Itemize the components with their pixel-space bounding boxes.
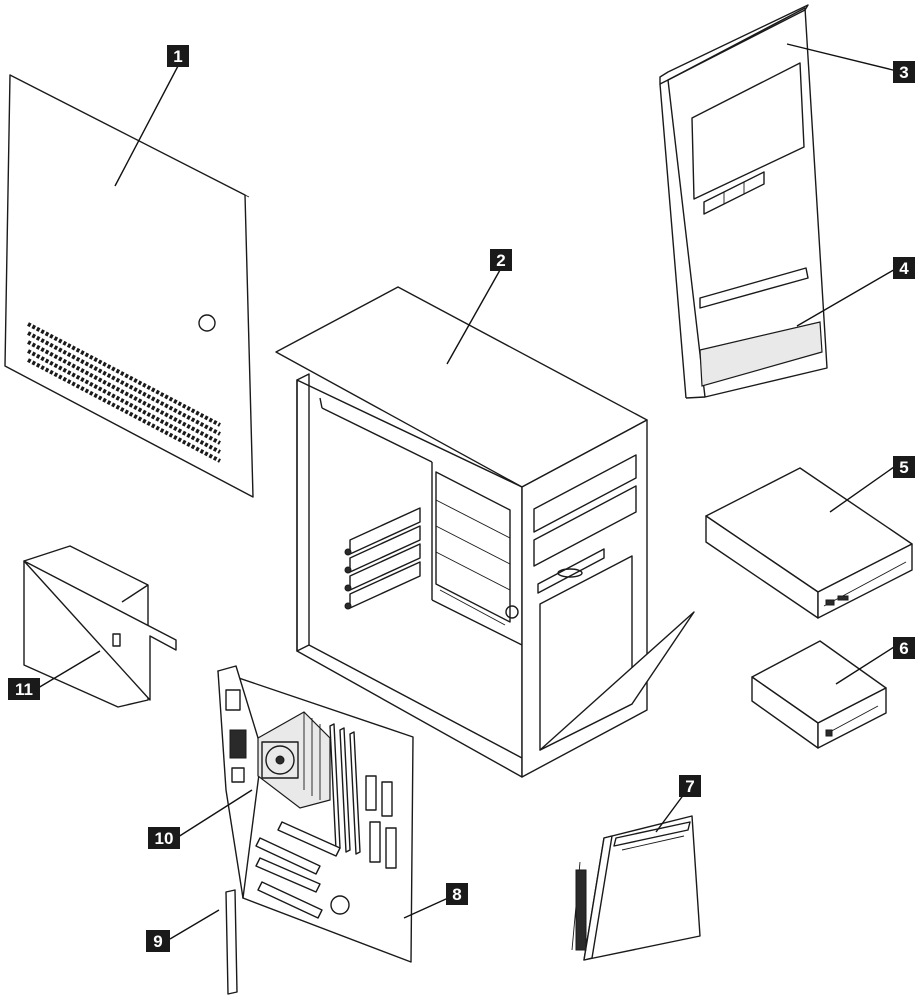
internal-drive-cage <box>435 471 519 626</box>
svg-text:7: 7 <box>685 777 694 796</box>
dimm-slots <box>329 723 361 855</box>
callout-10: 10 <box>148 827 180 849</box>
pci-slots <box>255 821 341 919</box>
svg-text:9: 9 <box>153 932 162 951</box>
system-board <box>217 665 414 963</box>
callout-5: 5 <box>893 456 915 478</box>
callout-6: 6 <box>893 637 915 659</box>
callout-3: 3 <box>893 61 915 83</box>
diskette-drive <box>751 640 887 749</box>
power-supply-duct <box>23 545 177 708</box>
memory-module <box>225 889 238 995</box>
svg-text:4: 4 <box>899 259 909 278</box>
svg-text:8: 8 <box>452 885 461 904</box>
leader-lines <box>37 43 898 940</box>
chassis <box>275 286 695 778</box>
hard-disk-drive <box>571 815 701 961</box>
processor-heat-sink-fan <box>257 711 331 809</box>
svg-text:3: 3 <box>899 63 908 82</box>
cover-vent-slots <box>27 322 221 463</box>
ide-connectors <box>365 775 397 869</box>
callout-1: 1 <box>167 45 189 67</box>
callout-2: 2 <box>490 249 512 271</box>
svg-text:6: 6 <box>899 639 908 658</box>
bezel-lower-panel <box>699 321 823 387</box>
expansion-slot-brackets <box>344 507 421 610</box>
callout-7: 7 <box>679 775 701 797</box>
callout-4: 4 <box>893 257 915 279</box>
callout-9: 9 <box>146 930 170 952</box>
svg-text:5: 5 <box>899 458 908 477</box>
svg-text:1: 1 <box>173 47 182 66</box>
svg-text:11: 11 <box>15 680 33 699</box>
optical-drive <box>705 467 913 619</box>
svg-text:10: 10 <box>155 829 174 848</box>
callout-11: 11 <box>8 678 40 700</box>
svg-text:2: 2 <box>496 251 505 270</box>
side-cover-panel <box>4 74 254 498</box>
front-bezel <box>659 4 828 399</box>
callout-8: 8 <box>446 883 468 905</box>
